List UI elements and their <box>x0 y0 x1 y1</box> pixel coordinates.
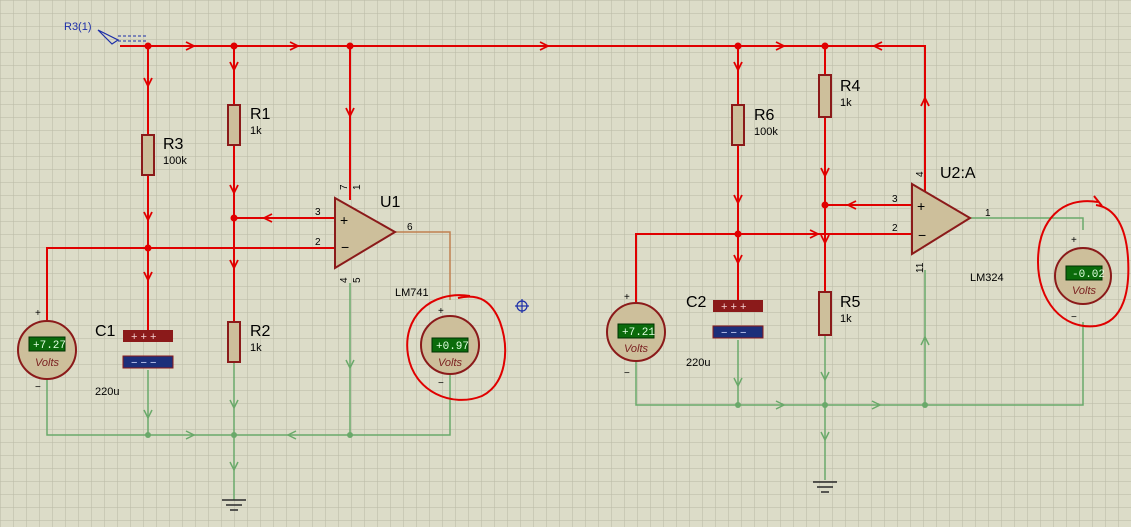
r4-value: 1k <box>840 97 852 109</box>
u2-part: LM324 <box>970 272 1004 284</box>
u1-minus-sign: − <box>341 239 349 255</box>
r6-value: 100k <box>754 126 778 138</box>
vm2-unit: Volts <box>438 357 463 369</box>
u1-pin-vplus: 7 <box>339 184 350 190</box>
annotation-circle-left <box>406 294 507 401</box>
u1-part: LM741 <box>395 287 429 299</box>
u2-minus-sign: − <box>918 227 926 243</box>
r4-name: R4 <box>840 78 861 95</box>
wires-ground <box>46 217 1084 500</box>
c1-name: C1 <box>95 323 116 340</box>
junctions <box>144 42 928 438</box>
vm3-unit: Volts <box>624 343 649 355</box>
resistor-r6[interactable]: R6 100k <box>731 104 778 146</box>
u1-pin-5: 5 <box>352 277 363 283</box>
voltmeter-3[interactable]: +7.21 Volts + − <box>606 292 666 379</box>
r1-name: R1 <box>250 106 271 123</box>
u1-pin-vminus: 4 <box>339 277 350 283</box>
c1-value: 220u <box>95 386 119 398</box>
capacitor-c1[interactable]: + + + − − − C1 220u <box>95 323 174 398</box>
r2-value: 1k <box>250 342 262 354</box>
vm1-plus: + <box>35 308 41 319</box>
vm3-reading: +7.21 <box>622 327 655 339</box>
u1-pin-inv: 2 <box>315 237 321 248</box>
vm1-minus: − <box>35 382 41 393</box>
resistor-r2[interactable]: R2 1k <box>227 321 271 363</box>
u1-pin-out: 6 <box>407 222 413 233</box>
voltage-probe[interactable]: R3(1) <box>64 21 146 45</box>
opamp-u2a[interactable]: + − U2:A LM324 3 2 1 4 11 <box>892 165 1004 284</box>
u1-name: U1 <box>380 194 401 211</box>
u2-name: U2:A <box>940 165 976 182</box>
u2-pin-inv: 2 <box>892 223 898 234</box>
ground-symbol-right <box>813 481 837 493</box>
annotation-circle-right <box>1036 195 1130 328</box>
vm1-reading: +7.27 <box>33 340 66 352</box>
vm3-plus: + <box>624 292 630 303</box>
u1-pin-noninv: 3 <box>315 207 321 218</box>
ground-symbol-left <box>222 499 246 511</box>
c1-minus-marks: − − − <box>131 357 156 369</box>
r5-value: 1k <box>840 313 852 325</box>
capacitor-c2[interactable]: + + + − − − C2 220u <box>686 294 764 369</box>
c2-minus-marks: − − − <box>721 327 746 339</box>
voltmeter-4[interactable]: -0.02 Volts + − <box>1054 235 1112 323</box>
u2-pin-noninv: 3 <box>892 194 898 205</box>
resistor-r4[interactable]: R4 1k <box>818 74 861 118</box>
u2-pin-out: 1 <box>985 208 991 219</box>
r1-value: 1k <box>250 125 262 137</box>
crosshair-cursor-icon <box>515 299 529 313</box>
u2-plus-sign: + <box>917 198 925 214</box>
vm4-unit: Volts <box>1072 285 1097 297</box>
r2-name: R2 <box>250 323 271 340</box>
vm2-reading: +0.97 <box>436 341 469 353</box>
vm2-minus: − <box>438 378 444 389</box>
c2-plus-marks: + + + <box>721 301 746 313</box>
r5-name: R5 <box>840 294 861 311</box>
resistor-r1[interactable]: R1 1k <box>227 104 271 146</box>
vm2-plus: + <box>438 306 444 317</box>
vm4-plus: + <box>1071 235 1077 246</box>
r6-name: R6 <box>754 107 775 124</box>
u1-plus-sign: + <box>340 212 348 228</box>
probe-icon <box>97 29 120 45</box>
resistor-r3[interactable]: R3 100k <box>141 134 187 176</box>
u2-pin-vplus: 4 <box>915 171 926 177</box>
c2-value: 220u <box>686 357 710 369</box>
probe-label: R3(1) <box>64 21 92 33</box>
voltmeter-1[interactable]: +7.27 Volts + − <box>17 308 77 393</box>
c1-plus-marks: + + + <box>131 331 156 343</box>
opamp-u1[interactable]: + − U1 LM741 3 2 6 7 1 4 5 <box>315 184 429 299</box>
r3-name: R3 <box>163 136 184 153</box>
u1-pin-1: 1 <box>352 184 363 190</box>
vm1-unit: Volts <box>35 357 60 369</box>
r3-value: 100k <box>163 155 187 167</box>
vm3-minus: − <box>624 368 630 379</box>
c2-name: C2 <box>686 294 707 311</box>
vm4-reading: -0.02 <box>1072 269 1105 281</box>
voltmeter-2[interactable]: +0.97 Volts + − <box>420 306 480 389</box>
resistor-r5[interactable]: R5 1k <box>818 291 861 336</box>
u2-pin-vminus: 11 <box>915 262 926 273</box>
flow-arrows <box>143 41 930 472</box>
vm4-minus: − <box>1071 312 1077 323</box>
